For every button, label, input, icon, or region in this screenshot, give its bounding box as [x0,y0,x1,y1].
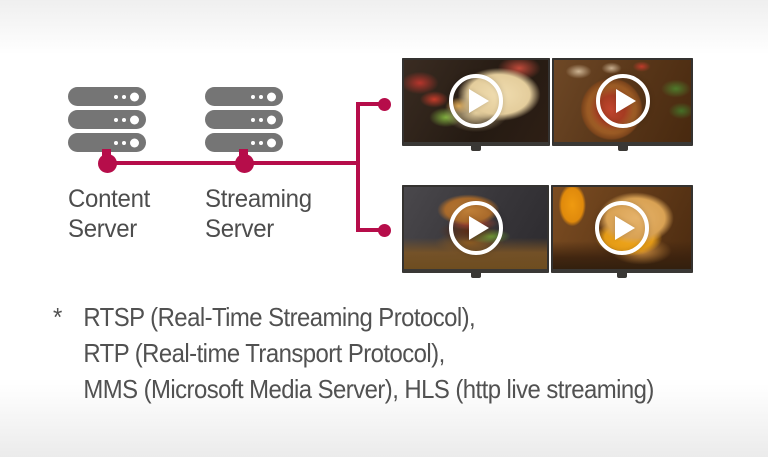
connector-endpoint [378,224,391,237]
display-bottom-right [551,185,693,278]
server-led-icon [122,94,126,99]
connector-branch-line [356,102,360,232]
play-icon[interactable] [448,201,503,255]
server-led-icon [251,140,255,145]
footnote-asterisk: * [53,302,62,332]
server-led-icon [122,117,126,122]
server-drive-icon [130,115,139,124]
server-drive-icon [267,138,276,147]
server-bar [68,133,146,152]
play-triangle-icon [615,216,635,240]
streaming-server-icon [205,87,283,156]
play-triangle-icon [468,216,489,240]
content-server-icon [68,87,146,156]
connector-bottom-branch [356,228,384,232]
protocol-footnote: * RTSP (Real-Time Streaming Protocol), R… [53,299,654,407]
play-icon[interactable] [449,74,503,128]
server-led-icon [259,140,263,145]
server-drive-icon [267,115,276,124]
server-bar [205,133,283,152]
connector-main-line [107,161,360,165]
server-led-icon [122,140,126,145]
play-icon[interactable] [595,74,650,128]
server-led-icon [251,94,255,99]
footnote-line: RTP (Real-time Transport Protocol), [83,338,445,368]
display-top-right [552,58,693,151]
footnote-lines: RTSP (Real-Time Streaming Protocol), RTP… [83,299,654,407]
server-led-icon [251,117,255,122]
server-led-icon [114,94,118,99]
footnote-line: MMS (Microsoft Media Server), HLS (http … [83,374,654,404]
footnote-line: RTSP (Real-Time Streaming Protocol), [83,302,476,332]
video-thumbnail-grilled-cheese [553,187,691,269]
server-drive-icon [130,92,139,101]
server-drive-icon [267,92,276,101]
display-top-left [402,58,550,151]
server-drive-icon [130,138,139,147]
server-led-icon [259,94,263,99]
content-server-label: Content Server [68,185,151,243]
play-icon[interactable] [595,201,649,255]
connector-top-branch [356,102,384,106]
server-bar [205,110,283,129]
server-bar [68,110,146,129]
server-led-icon [114,140,118,145]
display-stand [471,146,481,151]
play-triangle-icon [469,89,489,113]
video-thumbnail-wrap-dish [404,60,548,142]
streaming-server-label: Streaming Server [205,185,312,243]
video-thumbnail-burger [404,187,547,269]
server-led-icon [114,117,118,122]
server-led-icon [259,117,263,122]
display-stand [617,146,628,151]
display-stand [470,273,481,278]
video-thumbnail-pizza [554,60,691,142]
connector-node [98,154,117,173]
connector-node [235,154,254,173]
footnote-gap [69,299,84,407]
display-stand [617,273,627,278]
server-bar [205,87,283,106]
play-triangle-icon [615,89,636,113]
connector-endpoint [378,98,391,111]
server-bar [68,87,146,106]
display-bottom-left [402,185,549,278]
